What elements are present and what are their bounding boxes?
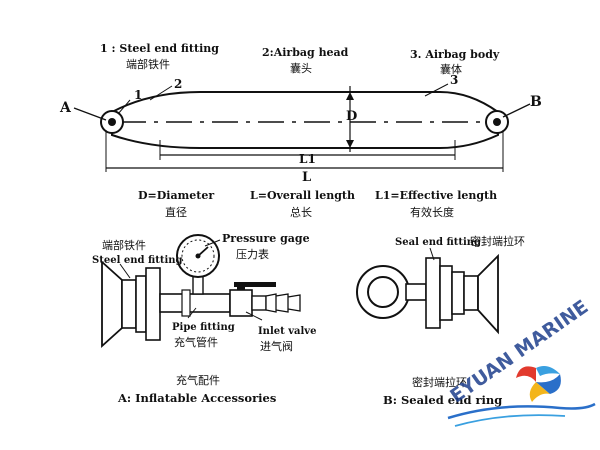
acc-pressure-gage-cn: 压力表 bbox=[236, 247, 269, 261]
end-label-b: B bbox=[530, 94, 542, 110]
ring-neck bbox=[405, 283, 427, 301]
end-fitting-a-core bbox=[108, 118, 116, 126]
seal-end-fitting-en: Seal end fitting bbox=[395, 237, 481, 248]
dim-label-l1: L1 bbox=[299, 152, 316, 166]
acc-inlet-valve-en: Inlet valve bbox=[258, 326, 316, 337]
acc-end-fitting-cn: 端部铁件 bbox=[102, 238, 146, 252]
label-airbag-head-cn: 囊头 bbox=[290, 61, 312, 75]
callout-3: 3 bbox=[450, 73, 458, 87]
gauge-dial-ticks bbox=[181, 239, 215, 273]
label-airbag-body-cn: 囊体 bbox=[440, 62, 462, 76]
end-fitting-flange bbox=[145, 267, 161, 341]
sealed-caption-cn: 密封端拉环 bbox=[412, 375, 467, 389]
leader-3 bbox=[424, 83, 449, 97]
leader-seal bbox=[429, 247, 435, 261]
callout-2: 2 bbox=[174, 77, 182, 91]
logo-red-swirl bbox=[516, 366, 536, 382]
pipe-collar bbox=[181, 289, 191, 317]
acc-pipe-fitting-cn: 充气管件 bbox=[174, 335, 218, 349]
airbag-drawing bbox=[73, 83, 531, 172]
dim-d-arrow-top bbox=[346, 92, 354, 100]
gauge-pivot bbox=[195, 253, 201, 259]
legend-overall-length-cn: 总长 bbox=[290, 205, 312, 219]
label-steel-end-fitting-cn: 端部铁件 bbox=[126, 57, 170, 71]
leader-1 bbox=[117, 99, 131, 115]
pull-ring-outer bbox=[356, 265, 410, 319]
leader-end-fitting bbox=[119, 263, 131, 279]
sealed-caption-en: B: Sealed end ring bbox=[383, 393, 502, 407]
acc-caption-en: A: Inflatable Accessories bbox=[117, 391, 276, 405]
leader-valve bbox=[245, 311, 263, 321]
seal-flange bbox=[425, 257, 441, 329]
airbag-body-outline bbox=[111, 91, 499, 149]
seal-ring-3 bbox=[463, 275, 479, 311]
end-fitting-b-core bbox=[493, 118, 501, 126]
logo-yellow-swirl bbox=[529, 382, 550, 402]
seal-ring-1 bbox=[439, 265, 453, 321]
legend-effective-length: L1=Effective length bbox=[375, 189, 497, 202]
inlet-valve-body bbox=[229, 289, 253, 317]
dim-label-l: L bbox=[302, 170, 311, 185]
valve-nipple-base bbox=[251, 295, 267, 311]
pointer-a bbox=[73, 107, 107, 121]
pointer-b bbox=[502, 103, 531, 118]
legend-effective-length-cn: 有效长度 bbox=[410, 205, 454, 219]
end-fitting-ring-1 bbox=[121, 279, 137, 329]
legend-overall-length: L=Overall length bbox=[250, 189, 355, 202]
watermark-wave-2 bbox=[454, 414, 566, 427]
logo-emblem bbox=[516, 366, 561, 402]
acc-pipe-fitting-en: Pipe fitting bbox=[172, 322, 235, 333]
watermark-wave bbox=[447, 402, 596, 420]
end-fitting-ring-2 bbox=[135, 275, 147, 333]
legend-diameter-cn: 直径 bbox=[165, 205, 187, 219]
acc-inlet-valve-cn: 进气阀 bbox=[260, 339, 293, 353]
acc-end-fitting-en: Steel end fitting bbox=[92, 255, 183, 266]
leader-2 bbox=[149, 85, 173, 101]
logo-cyan-swirl bbox=[536, 366, 560, 376]
leader-gauge bbox=[204, 239, 221, 247]
logo-blue-swirl bbox=[536, 374, 561, 394]
end-fitting-flare bbox=[101, 259, 123, 349]
inlet-valve-handle bbox=[234, 282, 276, 287]
label-airbag-head: 2:Airbag head bbox=[262, 46, 349, 59]
seal-end-fitting-cn: 密封端拉环 bbox=[470, 234, 525, 248]
label-steel-end-fitting: 1 : Steel end fitting bbox=[100, 42, 219, 55]
seal-flare bbox=[477, 253, 499, 335]
legend-diameter: D=Diameter bbox=[138, 189, 214, 202]
leader-pipe bbox=[187, 307, 197, 319]
callout-1: 1 bbox=[134, 88, 142, 102]
acc-pressure-gage-en: Pressure gage bbox=[222, 232, 310, 245]
pull-ring-inner bbox=[367, 276, 399, 308]
sealed-end-ring-drawing bbox=[356, 247, 499, 335]
dim-label-d: D bbox=[346, 109, 357, 124]
label-airbag-body: 3. Airbag body bbox=[410, 48, 500, 61]
inflatable-accessories-drawing bbox=[101, 234, 301, 349]
seal-ring-2 bbox=[451, 271, 465, 315]
acc-caption-cn: 充气配件 bbox=[176, 373, 220, 387]
end-label-a: A bbox=[59, 100, 72, 116]
dim-d-arrow-bottom bbox=[346, 140, 354, 148]
watermark-text: EYUAN MARINE bbox=[446, 296, 592, 408]
hose-barb bbox=[265, 293, 301, 313]
